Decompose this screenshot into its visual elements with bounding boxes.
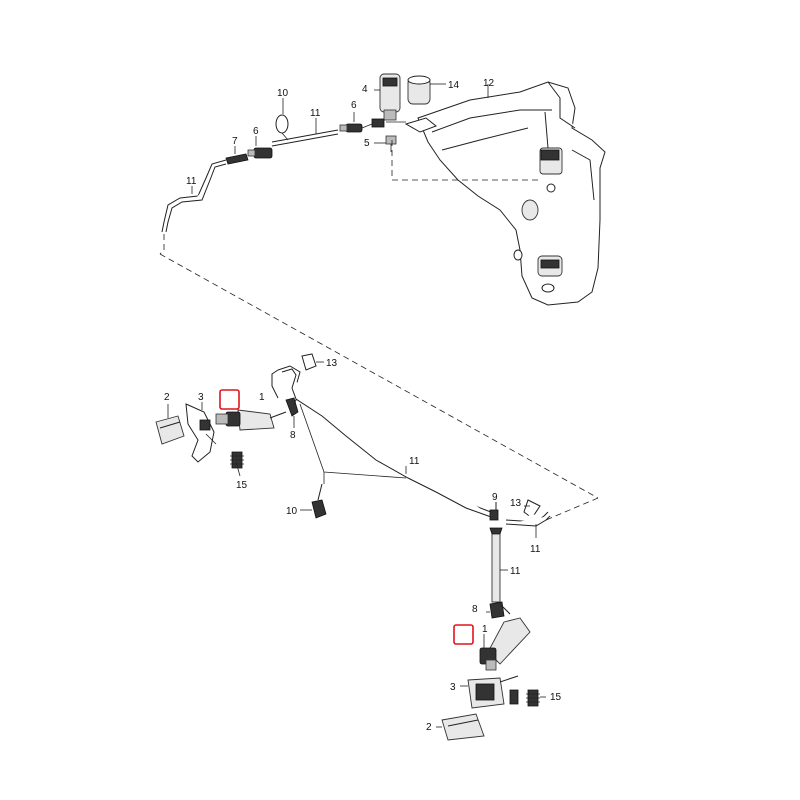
callout-11-vertical: 11	[510, 566, 521, 577]
pump-grommet	[407, 75, 446, 105]
upper-hose-assembly	[159, 114, 373, 255]
vertical-hose	[489, 527, 508, 603]
callout-7: 7	[232, 136, 238, 147]
callout-1-left: 1	[259, 392, 265, 403]
callout-15-right: 15	[550, 692, 562, 703]
hose-elbow	[489, 502, 499, 521]
leader-lines	[167, 84, 546, 728]
washer-pump	[374, 73, 401, 121]
callout-8-left: 8	[290, 430, 296, 441]
callout-11-top-left: 11	[186, 176, 197, 187]
pump-bolt	[374, 135, 397, 152]
right-hose	[505, 511, 551, 538]
callout-2-right: 2	[426, 722, 432, 733]
callout-5: 5	[364, 138, 370, 149]
callout-3-left: 3	[198, 392, 204, 403]
left-headlight-washer-nozzle-group	[155, 395, 299, 469]
callout-10-middle: 10	[286, 506, 298, 517]
callout-9: 9	[492, 492, 498, 503]
callout-2-left: 2	[164, 392, 170, 403]
washer-fluid-reservoir	[404, 81, 606, 306]
callout-labels: 12 4 14 5 6 6 7 10 11 11 2 3 1 15 8 13 1…	[164, 78, 562, 733]
callout-6-right: 6	[351, 100, 357, 111]
right-headlight-washer-nozzle-group	[441, 601, 540, 741]
highlight-box-right	[453, 624, 474, 645]
callout-13-left: 13	[326, 358, 338, 369]
callout-12: 12	[483, 78, 495, 89]
callout-14: 14	[448, 80, 460, 91]
callout-11-right: 11	[530, 544, 541, 555]
callout-1-right: 1	[482, 624, 488, 635]
hose-clip-left	[301, 353, 324, 371]
callout-11-top-right: 11	[310, 108, 321, 119]
hose-clamp-middle	[300, 483, 327, 519]
callout-13-right: 13	[510, 498, 522, 509]
callout-3-right: 3	[450, 682, 456, 693]
callout-8-right: 8	[472, 604, 478, 615]
callout-10-top: 10	[277, 88, 289, 99]
callout-11-middle: 11	[409, 456, 420, 467]
middle-hose	[271, 365, 497, 519]
highlight-box-left	[219, 389, 240, 410]
guide-line-right	[545, 497, 599, 521]
callout-4: 4	[362, 84, 368, 95]
pump-connector	[371, 118, 385, 128]
guide-line-main	[159, 253, 599, 499]
callout-6-left: 6	[253, 126, 259, 137]
callout-15-left: 15	[236, 480, 248, 491]
